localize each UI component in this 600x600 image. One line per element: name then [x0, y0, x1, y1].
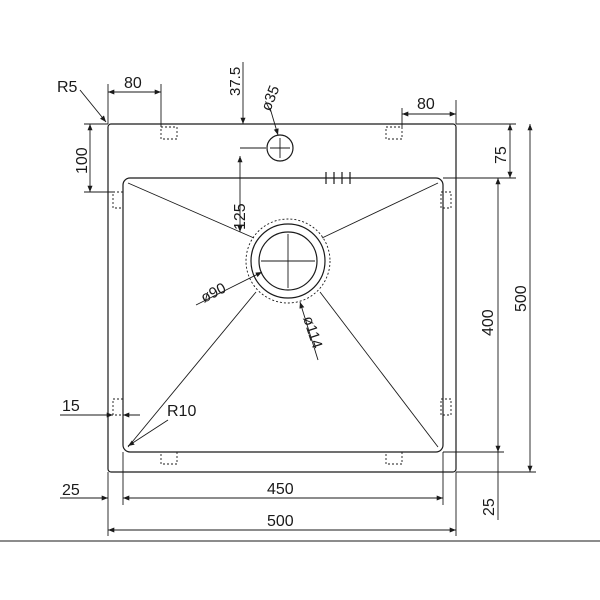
dim-label-400: 400: [480, 309, 497, 336]
dim-top-right-80: [401, 100, 457, 127]
dim-label-500-vertical: 500: [513, 285, 530, 312]
dim-label-r10: R10: [167, 403, 196, 420]
dim-label-right-75: 75: [493, 146, 510, 164]
outer-outline: [107, 123, 457, 473]
dim-label-drain-outer: ø114: [299, 314, 325, 351]
tap-hole: [266, 134, 294, 162]
dim-outer-500-horizontal: [107, 472, 457, 536]
dim-top-left-80: [107, 84, 162, 127]
dim-label-37-5: 37.5: [227, 67, 244, 96]
dim-label-125: 125: [232, 203, 249, 230]
dim-label-top-left-80: 80: [124, 75, 142, 92]
dim-label-15: 15: [62, 398, 80, 415]
dim-label-left-100: 100: [74, 147, 91, 174]
dim-inner-400: [443, 178, 504, 453]
dim-label-r5: R5: [57, 79, 78, 96]
dim-label-450: 450: [267, 481, 294, 498]
dim-outer-500-vertical: [456, 124, 536, 473]
dim-label-top-right-80: 80: [417, 96, 435, 113]
drain: [245, 218, 331, 304]
dim-inner-450: [122, 452, 444, 505]
dim-label-500-horizontal: 500: [267, 513, 294, 530]
dim-label-25-left: 25: [62, 482, 80, 499]
inner-bowl: [122, 177, 444, 453]
dim-label-tap-hole: ø35: [258, 83, 283, 113]
dim-label-25-right: 25: [481, 498, 498, 516]
overflow-slots: [325, 172, 351, 184]
dim-left-100: [84, 123, 113, 193]
slope-lines: [127, 182, 439, 448]
mounting-clips: [112, 126, 452, 465]
dim-right-75: [443, 123, 516, 179]
dim-label-drain-inner: ø90: [198, 280, 229, 307]
